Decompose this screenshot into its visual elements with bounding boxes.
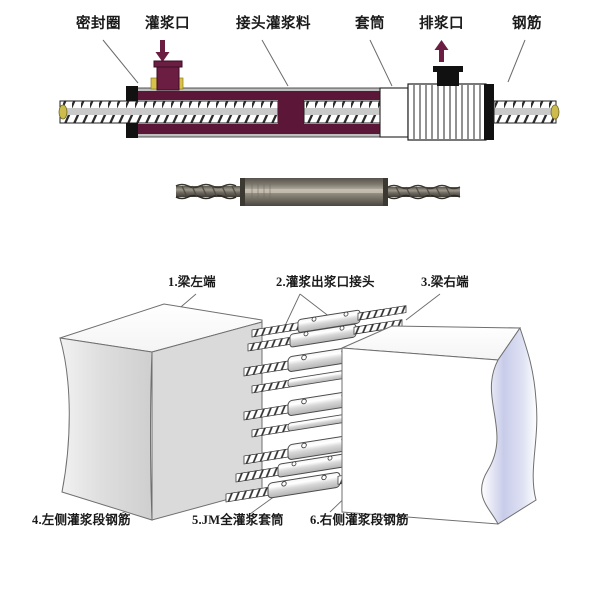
grout-outlet-arrow-icon xyxy=(434,40,449,62)
leader-seal-ring xyxy=(102,39,139,84)
rebar-right-free-end xyxy=(493,100,560,124)
joint-grout-core xyxy=(278,91,304,134)
seal-ring-blocks xyxy=(126,86,138,138)
callout-label-sleeve: 套筒 xyxy=(355,16,385,32)
grout-inlet-arrow-icon xyxy=(155,40,170,62)
top-cutaway-diagram xyxy=(58,39,560,141)
sleeve-row xyxy=(247,305,407,352)
callout-label-grout-port-joint: 2.灌浆出浆口接头 xyxy=(276,275,375,289)
callout-label-grout-outlet: 排浆口 xyxy=(419,16,464,32)
bottom-isometric-diagram xyxy=(59,293,538,525)
rebar-left-end-cap xyxy=(58,104,68,120)
beam-left-block xyxy=(59,303,263,521)
leader-sleeve xyxy=(369,39,393,87)
leader-rebar xyxy=(507,39,526,83)
beam-right-block xyxy=(341,325,538,525)
grout-inlet-port xyxy=(153,60,183,91)
photo-rebar-right xyxy=(387,184,461,200)
callout-label-grout-inlet: 灌浆口 xyxy=(145,16,190,32)
callout-label-rebar-right: 6.右侧灌浆段钢筋 xyxy=(310,513,409,527)
callout-label-beam-left: 1.梁左端 xyxy=(168,275,216,289)
callout-label-beam-right: 3.梁右端 xyxy=(421,275,469,289)
callout-label-rebar: 钢筋 xyxy=(512,16,542,32)
callout-label-rebar-left: 4.左侧灌浆段钢筋 xyxy=(32,513,131,527)
callout-label-seal-ring: 密封圈 xyxy=(76,16,121,32)
rebar-right-end-cap xyxy=(550,104,560,120)
callout-leader-lines xyxy=(102,39,526,87)
grout-outlet-port xyxy=(433,66,463,86)
photo-rebar-left xyxy=(175,183,244,200)
sleeve-thread-ribs xyxy=(413,85,481,139)
leader-joint-grout xyxy=(261,39,289,87)
callout-label-joint-grout: 接头灌浆料 xyxy=(236,16,311,32)
callout-label-jm-sleeve: 5.JM全灌浆套筒 xyxy=(192,513,284,527)
rebar-left-inside-sleeve xyxy=(58,100,279,124)
sleeve-end-collar xyxy=(484,84,494,140)
photo-sleeve-barrel xyxy=(240,178,388,206)
sleeve-right-threaded-half xyxy=(379,83,494,141)
sleeve-photograph xyxy=(175,178,461,206)
rebar-right-inside-sleeve xyxy=(303,100,381,124)
